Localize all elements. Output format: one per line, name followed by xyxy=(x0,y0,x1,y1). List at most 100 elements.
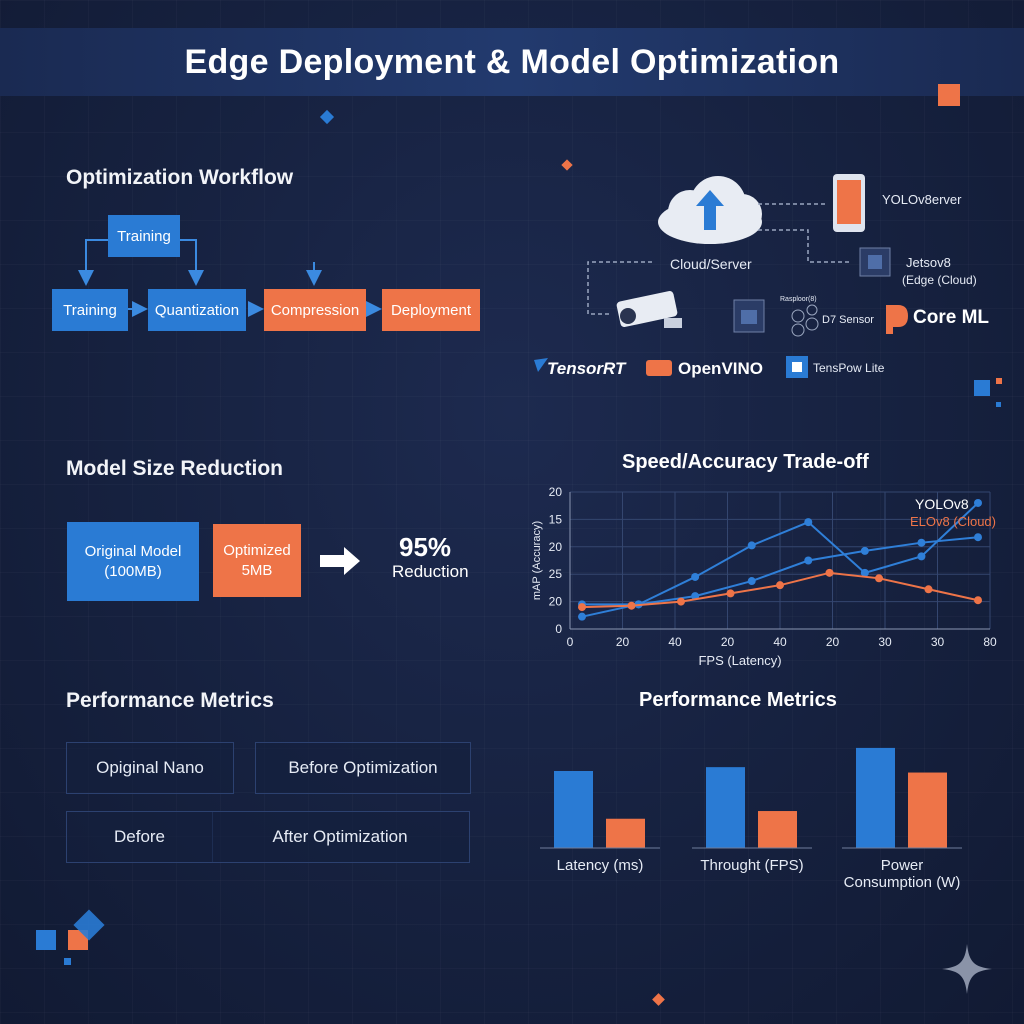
jetson-label: Jetsov8 xyxy=(906,255,951,270)
x-tick-label: 30 xyxy=(931,635,945,649)
original-model-box: Original Model (100MB) xyxy=(67,522,199,601)
y-tick-label: 20 xyxy=(549,595,563,609)
optimized-model-size: 5MB xyxy=(241,562,273,579)
workflow-step-deployment: Deployment xyxy=(382,289,480,331)
data-point xyxy=(860,546,869,555)
optimized-model-name: Optimized xyxy=(223,542,291,559)
data-point xyxy=(917,552,926,561)
coreml-logo: Core ML xyxy=(913,307,989,328)
y-tick-label: 15 xyxy=(549,512,563,526)
perf-bar-chart: Latency (ms) Throught (FPS) PowerConsumpti… xyxy=(540,747,962,891)
tflite-logo: TensPow Lite xyxy=(813,361,885,375)
deco-square xyxy=(996,402,1001,407)
camera-icon xyxy=(616,290,682,328)
data-point xyxy=(747,577,756,586)
data-point xyxy=(776,581,784,590)
phone-icon xyxy=(833,174,865,232)
optimized-model-box: Optimized 5MB xyxy=(213,524,301,597)
bar xyxy=(606,818,645,848)
reduction-label: Reduction xyxy=(392,562,469,581)
perf-left-heading: Performance Metrics xyxy=(66,689,274,712)
sensor-label: D7 Sensor xyxy=(822,314,874,326)
cloud-server-label: Cloud/Server xyxy=(670,256,752,272)
phone-label: YOLOv8erver xyxy=(882,192,962,207)
workflow-arrows xyxy=(78,239,382,317)
jetson-chip-icon xyxy=(859,247,891,277)
size-reduction-heading: Model Size Reduction xyxy=(66,457,284,480)
chip-label: Rasploor(8) xyxy=(780,296,817,303)
x-tick-label: 40 xyxy=(668,635,682,649)
y-tick-label: 0 xyxy=(555,622,562,636)
x-tick-label: 20 xyxy=(826,635,840,649)
openvino-logo-icon xyxy=(646,360,672,376)
y-tick-label: 20 xyxy=(549,540,563,554)
data-point xyxy=(804,556,813,565)
x-tick-label: 30 xyxy=(878,635,892,649)
x-tick-label: 40 xyxy=(773,635,787,649)
x-axis-label: FPS (Latency) xyxy=(698,653,781,668)
workflow-heading: Optimization Workflow xyxy=(66,166,294,189)
category-label: Consumption (W) xyxy=(844,874,961,891)
series-line xyxy=(581,502,979,618)
deco-square xyxy=(974,380,990,396)
workflow-top-training: Training xyxy=(108,215,180,257)
reduction-percent: 95% xyxy=(399,532,452,562)
jetson-sublabel: (Edge (Cloud) xyxy=(902,273,977,287)
raspberry-chip-icon xyxy=(733,299,765,333)
x-tick-label: 20 xyxy=(616,635,630,649)
data-point xyxy=(747,541,756,550)
cloud-icon xyxy=(658,176,762,244)
x-tick-label: 20 xyxy=(721,635,735,649)
category-label: Power xyxy=(881,857,924,874)
data-point xyxy=(578,612,586,621)
data-point xyxy=(917,538,926,547)
data-point xyxy=(677,597,685,606)
deco-square xyxy=(996,378,1002,384)
right-arrow-icon xyxy=(320,547,360,575)
coreml-logo-icon xyxy=(886,305,908,334)
sparkle-icon xyxy=(942,944,992,994)
deco-square xyxy=(36,930,56,950)
legend-item: ELOv8 (Cloud) xyxy=(910,514,996,529)
deco-square xyxy=(938,84,960,106)
data-point xyxy=(924,585,933,594)
bar xyxy=(856,747,895,848)
workflow-step-compression: Compression xyxy=(264,289,366,331)
original-model-size: (100MB) xyxy=(104,563,162,580)
x-tick-label: 0 xyxy=(567,635,574,649)
metric-cell-before: Defore xyxy=(66,811,213,863)
data-point xyxy=(974,498,982,507)
deco-square xyxy=(64,958,71,965)
deployment-diagram xyxy=(534,174,908,378)
data-point xyxy=(578,603,586,612)
openvino-logo: OpenVINO xyxy=(678,359,764,378)
workflow-step-training: Training xyxy=(52,289,128,331)
category-label: Throught (FPS) xyxy=(700,857,803,874)
page-title: Edge Deployment & Model Optimization xyxy=(184,42,840,81)
metric-cell-original: Opiginal Nano xyxy=(66,742,234,794)
x-tick-label: 80 xyxy=(983,635,997,649)
y-tick-label: 20 xyxy=(549,485,563,499)
series-line xyxy=(582,536,979,606)
category-label: Latency (ms) xyxy=(557,857,644,874)
data-point xyxy=(691,572,700,581)
data-point xyxy=(627,601,636,610)
tensorrt-logo: TensorRT xyxy=(547,359,626,378)
metric-cell-before-opt: Before Optimization xyxy=(255,742,471,794)
data-point xyxy=(974,533,982,542)
data-point xyxy=(875,574,883,583)
data-point xyxy=(825,568,834,577)
perf-bar-chart-title: Performance Metrics xyxy=(639,689,837,711)
tradeoff-chart-title: Speed/Accuracy Trade-off xyxy=(622,451,869,473)
bar xyxy=(554,771,593,848)
bar xyxy=(908,772,947,848)
data-point xyxy=(804,518,813,527)
bar xyxy=(706,767,745,848)
tensorrt-logo-icon xyxy=(534,358,548,372)
data-point xyxy=(974,596,982,605)
sensor-icon xyxy=(791,304,819,337)
data-point xyxy=(860,568,869,577)
metric-cell-after-opt: After Optimization xyxy=(211,811,470,863)
y-tick-label: 25 xyxy=(549,567,563,581)
